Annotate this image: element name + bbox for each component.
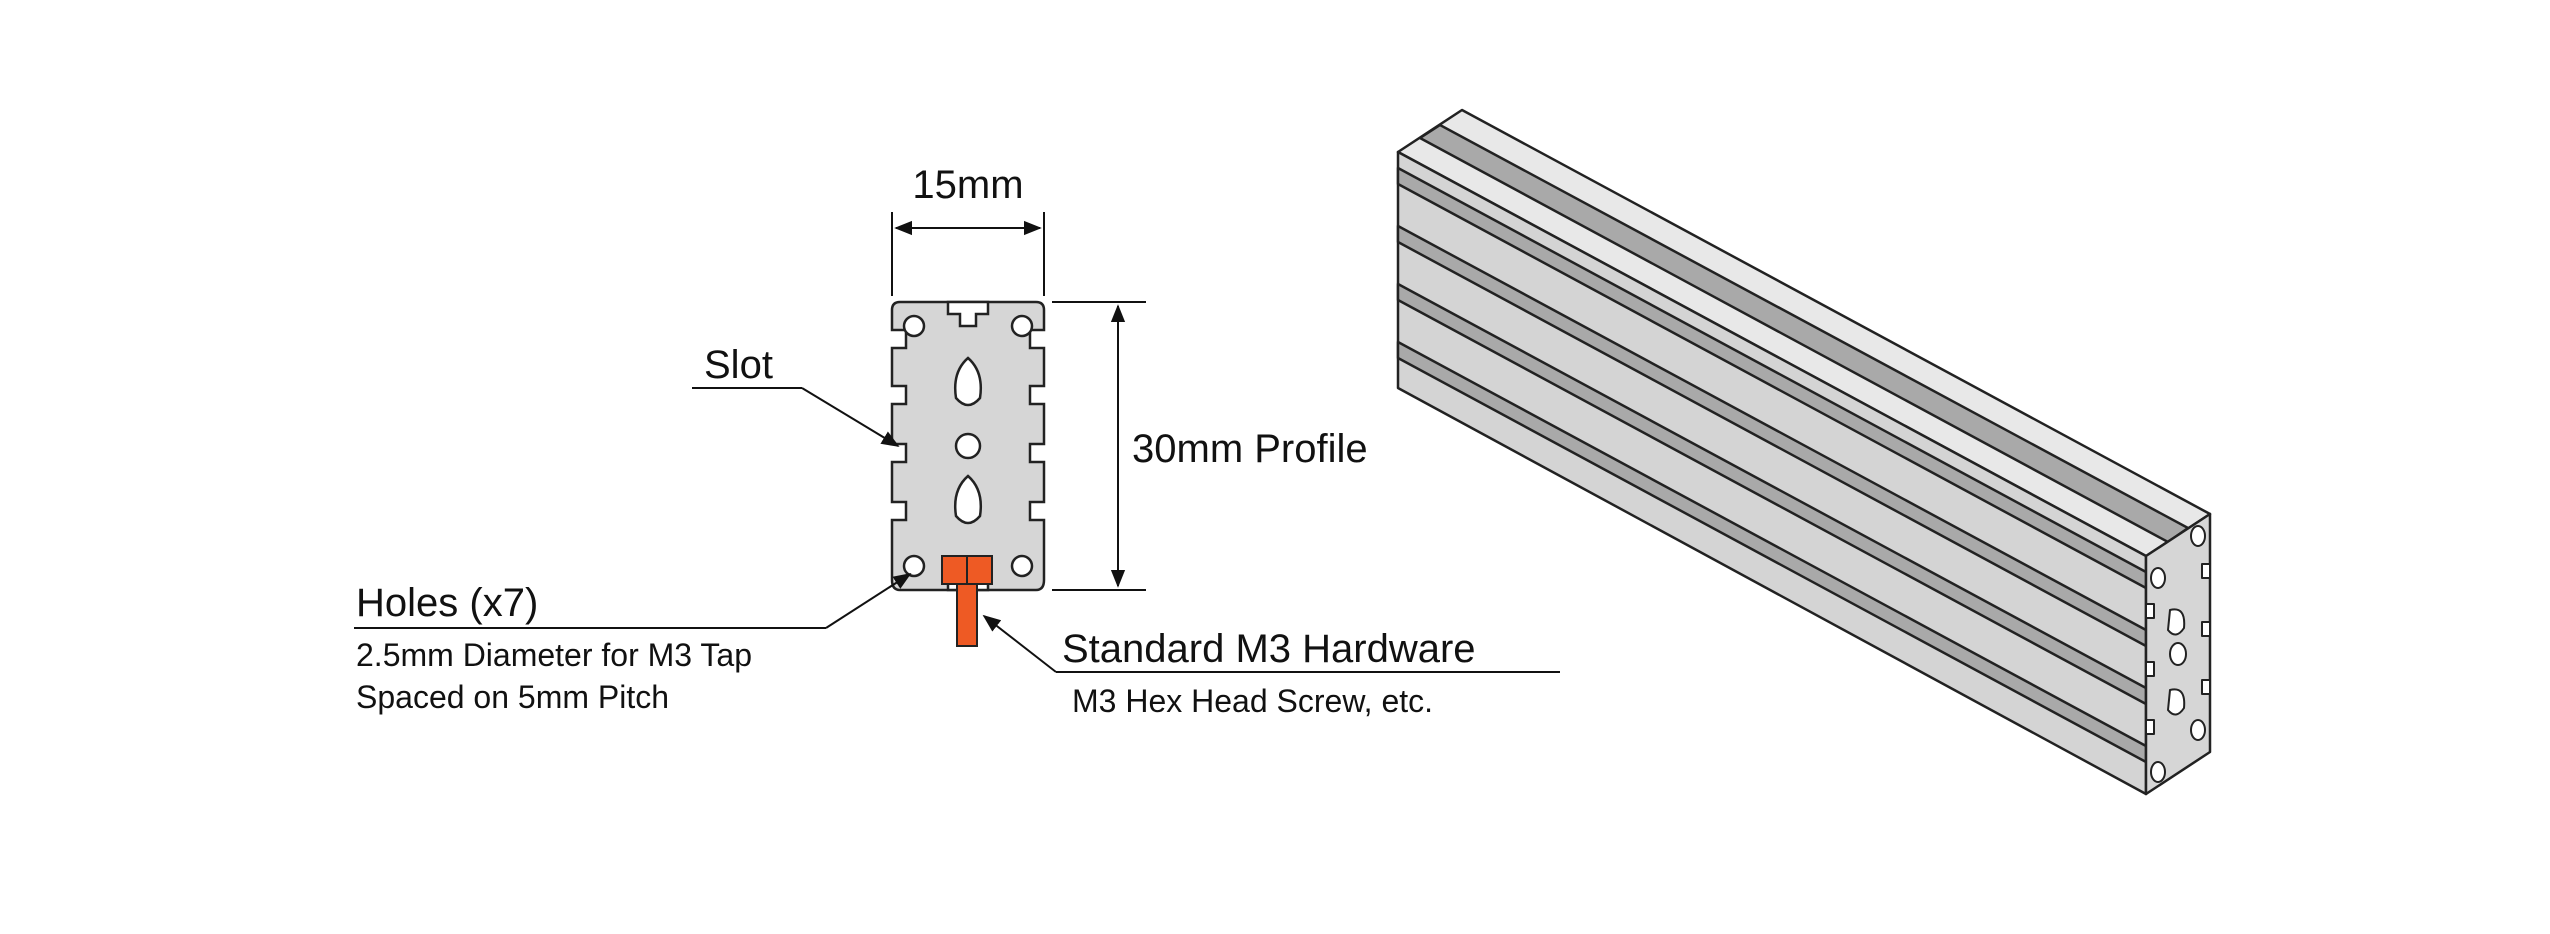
corner-hole (1010, 554, 1034, 578)
width-label: 15mm (912, 163, 1023, 207)
profile-cross-section (890, 300, 1046, 592)
center-hole (954, 432, 982, 460)
holes-callout (354, 573, 912, 629)
height-label: 30mm Profile (1132, 427, 1368, 471)
extrusion-end-details (2145, 525, 2211, 783)
corner-hole (902, 554, 926, 578)
extrusion-3d (1396, 108, 2212, 796)
extrusion-slot-grooves (1396, 166, 2148, 764)
slot-top (946, 300, 990, 328)
hardware-title: Standard M3 Hardware (1062, 627, 1476, 671)
holes-line1: 2.5mm Diameter for M3 Tap (356, 637, 752, 673)
hardware-sub: M3 Hex Head Screw, etc. (1072, 683, 1433, 719)
m3-screw (941, 555, 993, 647)
slot-callout (692, 387, 900, 447)
corner-hole (902, 314, 926, 338)
height-dimension (1052, 301, 1146, 591)
width-dimension (891, 212, 1045, 296)
inner-cavity-bottom (954, 474, 982, 525)
holes-title: Holes (x7) (356, 581, 538, 625)
screw-shaft (956, 583, 978, 647)
inner-cavity-top (954, 356, 982, 407)
hardware-callout (982, 614, 1560, 673)
slot-label: Slot (704, 343, 773, 387)
corner-hole (1010, 314, 1034, 338)
holes-line2: Spaced on 5mm Pitch (356, 679, 669, 715)
